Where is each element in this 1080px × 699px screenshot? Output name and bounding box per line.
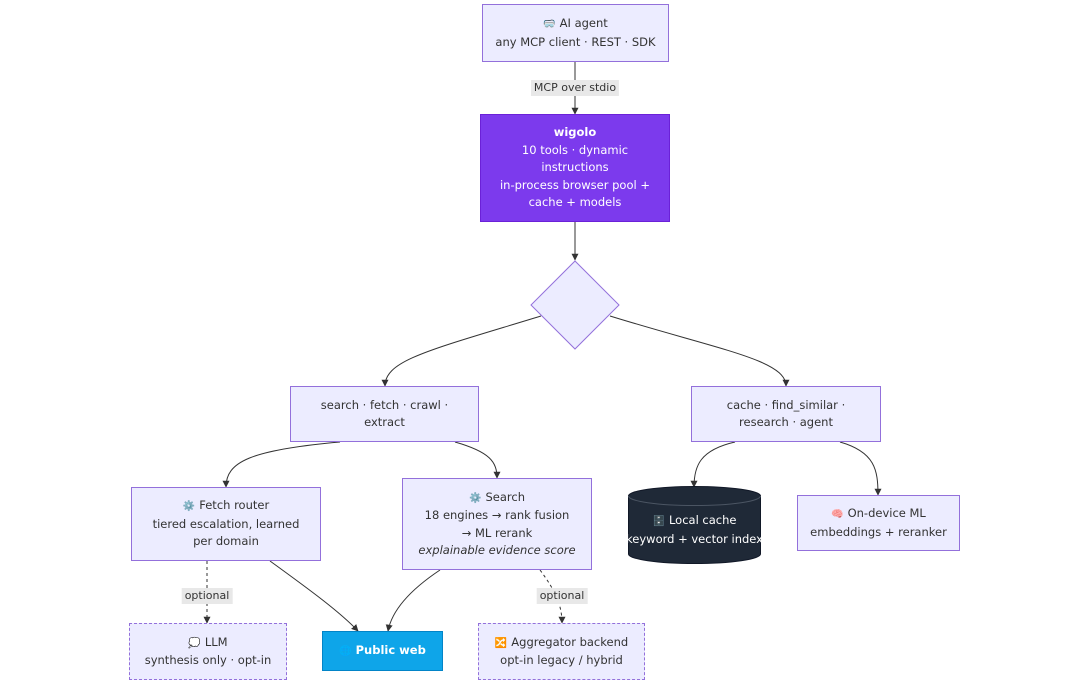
diamond-shape <box>530 260 620 350</box>
on-device-line-0: 🧠On-device ML <box>831 505 926 524</box>
cache-find-similar-research-agent-node: cache · find_similar · research · agent <box>691 386 881 442</box>
agent-line-1: any MCP client · REST · SDK <box>495 34 656 49</box>
public-web-title: Public web <box>355 642 426 657</box>
edge-fetch-web <box>269 560 359 632</box>
search-fetch-crawl-extract-node: search · fetch · crawl · extract <box>290 386 479 442</box>
search-title: Search <box>485 489 525 504</box>
wigolo-line-3: in-process browser pool + <box>499 177 650 192</box>
public-web-node: 🌐Public web <box>322 631 443 671</box>
edge-label-optional-aggregator: optional <box>536 588 588 604</box>
wigolo-line-1: 10 tools · dynamic <box>521 142 629 157</box>
edge-search-web <box>385 569 441 632</box>
globe-icon: 🌐 <box>339 645 352 657</box>
gear-icon: ⚙️ <box>182 501 196 513</box>
edge-label-optional-llm: optional <box>181 588 233 604</box>
edge-label-mcp-over-stdio: MCP over stdio <box>530 80 620 96</box>
cylinder-shape <box>628 486 761 564</box>
fetch-router-line-1: tiered escalation, learned <box>152 516 300 531</box>
agent-title: AI agent <box>559 16 608 30</box>
database-icon: 🗄️ <box>652 516 665 527</box>
llm-line-0: 💭LLM <box>188 634 227 653</box>
cfra-line-0: cache · find_similar · <box>726 397 846 412</box>
fetch-router-title: Fetch router <box>199 498 270 513</box>
aggregator-title: Aggregator backend <box>511 634 629 649</box>
search-line-0: ⚙️Search <box>469 489 525 508</box>
search-line-2: → ML rerank <box>461 525 533 540</box>
goggles-icon: 🥽 <box>543 19 556 30</box>
edge-sfce-fetch <box>222 441 341 488</box>
sfce-line-1: extract <box>364 415 405 429</box>
edge-cfra-cache <box>690 441 736 488</box>
llm-line-1: synthesis only · opt-in <box>144 653 272 667</box>
llm-title: LLM <box>204 634 228 649</box>
fetch-router-line-2: per domain <box>193 534 259 549</box>
on-device-title: On-device ML <box>847 506 926 520</box>
search-line-1: 18 engines → rank fusion <box>424 508 570 522</box>
edge-cfra-ondevice <box>839 441 882 496</box>
tool-layer-decision-node: Tool layer <box>530 260 620 350</box>
search-line-3: explainable evidence score <box>418 543 576 557</box>
aggregator-line-1: opt-in legacy / hybrid <box>500 653 623 667</box>
local-cache-line-1: keyword + vector index <box>626 531 763 546</box>
sfce-line-0: search · fetch · crawl · <box>320 397 449 412</box>
thought-bubble-icon: 💭 <box>188 637 201 649</box>
shuffle-icon: 🔀 <box>494 637 508 649</box>
brain-icon: 🧠 <box>831 509 844 520</box>
local-cache-title: Local cache <box>668 513 737 527</box>
cfra-line-1: research · agent <box>739 415 833 429</box>
edge-tool-cfra <box>609 315 790 387</box>
edge-tool-sfce <box>381 315 542 387</box>
on-device-line-1: embeddings + reranker <box>810 524 947 539</box>
wigolo-line-0: wigolo <box>553 125 597 140</box>
gear-icon: ⚙️ <box>469 492 482 504</box>
aggregator-line-0: 🔀Aggregator backend <box>495 634 628 653</box>
edge-sfce-search <box>454 441 501 479</box>
wigolo-node: wigolo 10 tools · dynamic instructions in-p… <box>480 114 670 222</box>
local-cache-line-0: 🗄️Local cache <box>653 512 737 531</box>
fetch-router-line-0: ⚙️Fetch router <box>183 497 269 516</box>
public-web-line-0: 🌐Public web <box>339 642 426 661</box>
wigolo-line-4: cache + models <box>528 195 622 210</box>
wigolo-line-2: instructions <box>541 160 609 175</box>
agent-line-0: 🥽AI agent <box>543 15 608 34</box>
